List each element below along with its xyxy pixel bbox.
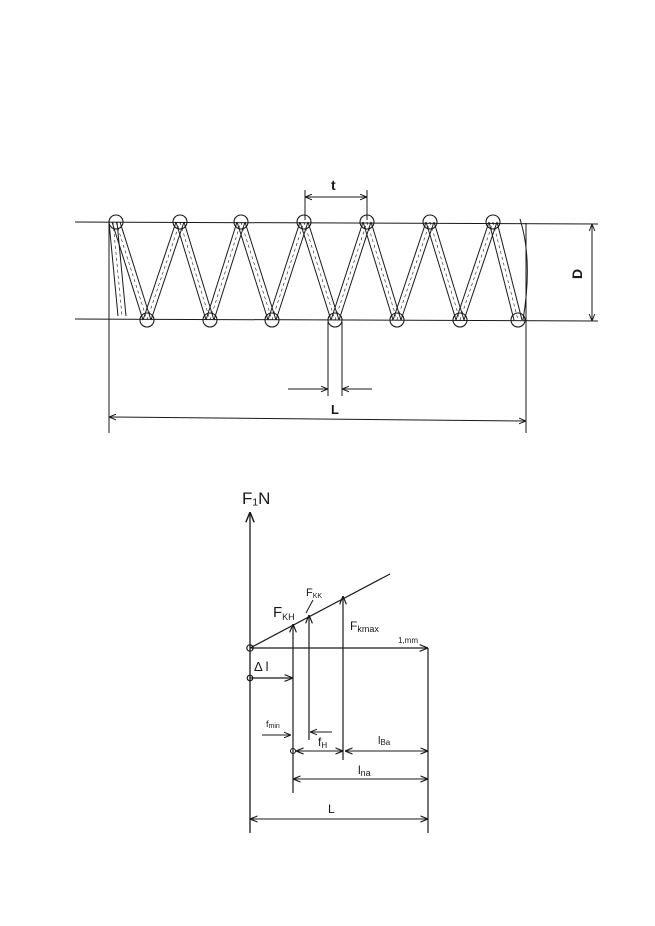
- coil-wire-top-1: [172, 214, 188, 230]
- coil-start-a: [108, 221, 119, 317]
- coil-down-3-b: [307, 221, 340, 321]
- spring-right-end-curve: [519, 218, 528, 321]
- coil-up-2-b: [275, 221, 309, 321]
- fkk-label: FKK: [306, 587, 322, 600]
- coil-up-3-c: [334, 221, 368, 321]
- coil-up-2-c: [271, 221, 305, 321]
- fh-label: fH: [318, 735, 327, 750]
- coil-down-6-b: [496, 221, 523, 321]
- coil-up-5-c: [459, 221, 494, 321]
- coil-up-0-b: [150, 221, 185, 321]
- coil-up-2-a: [267, 221, 301, 321]
- coil-down-6-a: [488, 221, 515, 321]
- lower-point: [289, 747, 297, 755]
- coil-wire-bottom-3: [327, 312, 343, 328]
- spring-drawing: t D L L: [74, 177, 599, 433]
- coil-wire-top-2: [233, 214, 249, 230]
- coil-up-4-a: [392, 221, 427, 321]
- lna-label: lna: [358, 763, 371, 778]
- pitch-label: t: [331, 177, 336, 193]
- spring-top-line: [74, 221, 599, 225]
- coil-up-1-a: [205, 221, 238, 321]
- coil-start-c: [112, 221, 123, 317]
- coil-down-0-a: [111, 221, 144, 321]
- coil-wire-top-6: [485, 214, 501, 230]
- coil-up-5-a: [455, 221, 490, 321]
- coil-down-3-c: [303, 221, 336, 321]
- fmin-label: fmin: [266, 719, 280, 730]
- coil-up-3-b: [338, 221, 372, 321]
- coil-down-2-c: [240, 221, 273, 321]
- spring-length-dimension-line: [109, 417, 526, 421]
- force-graph: F₁N 1,mm FKH FKK Fkmax Δ l fmin fH lBa: [242, 489, 429, 833]
- characteristic-line: [249, 573, 391, 649]
- coil-down-6-c: [492, 221, 519, 321]
- coil-up-5-b: [463, 221, 498, 321]
- coil-down-3-a: [299, 221, 332, 321]
- coil-up-4-c: [396, 221, 431, 321]
- coil-down-4-a: [362, 221, 394, 321]
- coil-up-1-c: [209, 221, 242, 321]
- fkh-label: FKH: [273, 604, 295, 622]
- total-length-label: L: [328, 802, 335, 816]
- coil-wire-top-0: [108, 214, 124, 230]
- coil-down-4-b: [370, 221, 402, 321]
- coil-down-5-b: [433, 221, 465, 321]
- fkk-leader: [305, 599, 314, 614]
- x-axis-label: 1,mm: [398, 636, 418, 645]
- coil-up-0-c: [146, 221, 181, 321]
- spring-coils: [108, 214, 526, 328]
- coil-down-2-b: [244, 221, 277, 321]
- coil-down-1-c: [179, 221, 211, 321]
- coil-down-0-c: [115, 221, 148, 321]
- coil-wire-bottom-5: [452, 312, 468, 328]
- coil-down-5-c: [429, 221, 461, 321]
- coil-wire-top-5: [422, 214, 438, 230]
- coil-wire-bottom-2: [264, 312, 280, 328]
- y-axis-label: F₁N: [242, 489, 270, 508]
- delta-l-label: Δ l: [254, 659, 269, 674]
- coil-up-0-a: [142, 221, 177, 321]
- coil-wire-bottom-6: [510, 312, 526, 328]
- coil-start-b: [116, 221, 127, 317]
- coil-down-1-b: [183, 221, 215, 321]
- coil-wire-bottom-0: [139, 312, 155, 328]
- wire-label: L: [331, 402, 339, 417]
- coil-down-2-a: [236, 221, 269, 321]
- coil-wire-bottom-4: [389, 312, 405, 328]
- coil-up-1-b: [213, 221, 246, 321]
- fkmax-label: Fkmax: [350, 619, 379, 634]
- coil-up-4-b: [400, 221, 435, 321]
- coil-down-1-a: [175, 221, 207, 321]
- coil-down-4-c: [366, 221, 398, 321]
- diameter-label: D: [569, 269, 585, 279]
- coil-wire-bottom-1: [202, 312, 218, 328]
- coil-down-0-b: [119, 221, 152, 321]
- coil-down-5-a: [425, 221, 457, 321]
- coil-wire-top-3: [296, 214, 312, 230]
- coil-up-3-a: [330, 221, 364, 321]
- lba-label: lBa: [378, 735, 391, 747]
- origin-point: [246, 644, 254, 652]
